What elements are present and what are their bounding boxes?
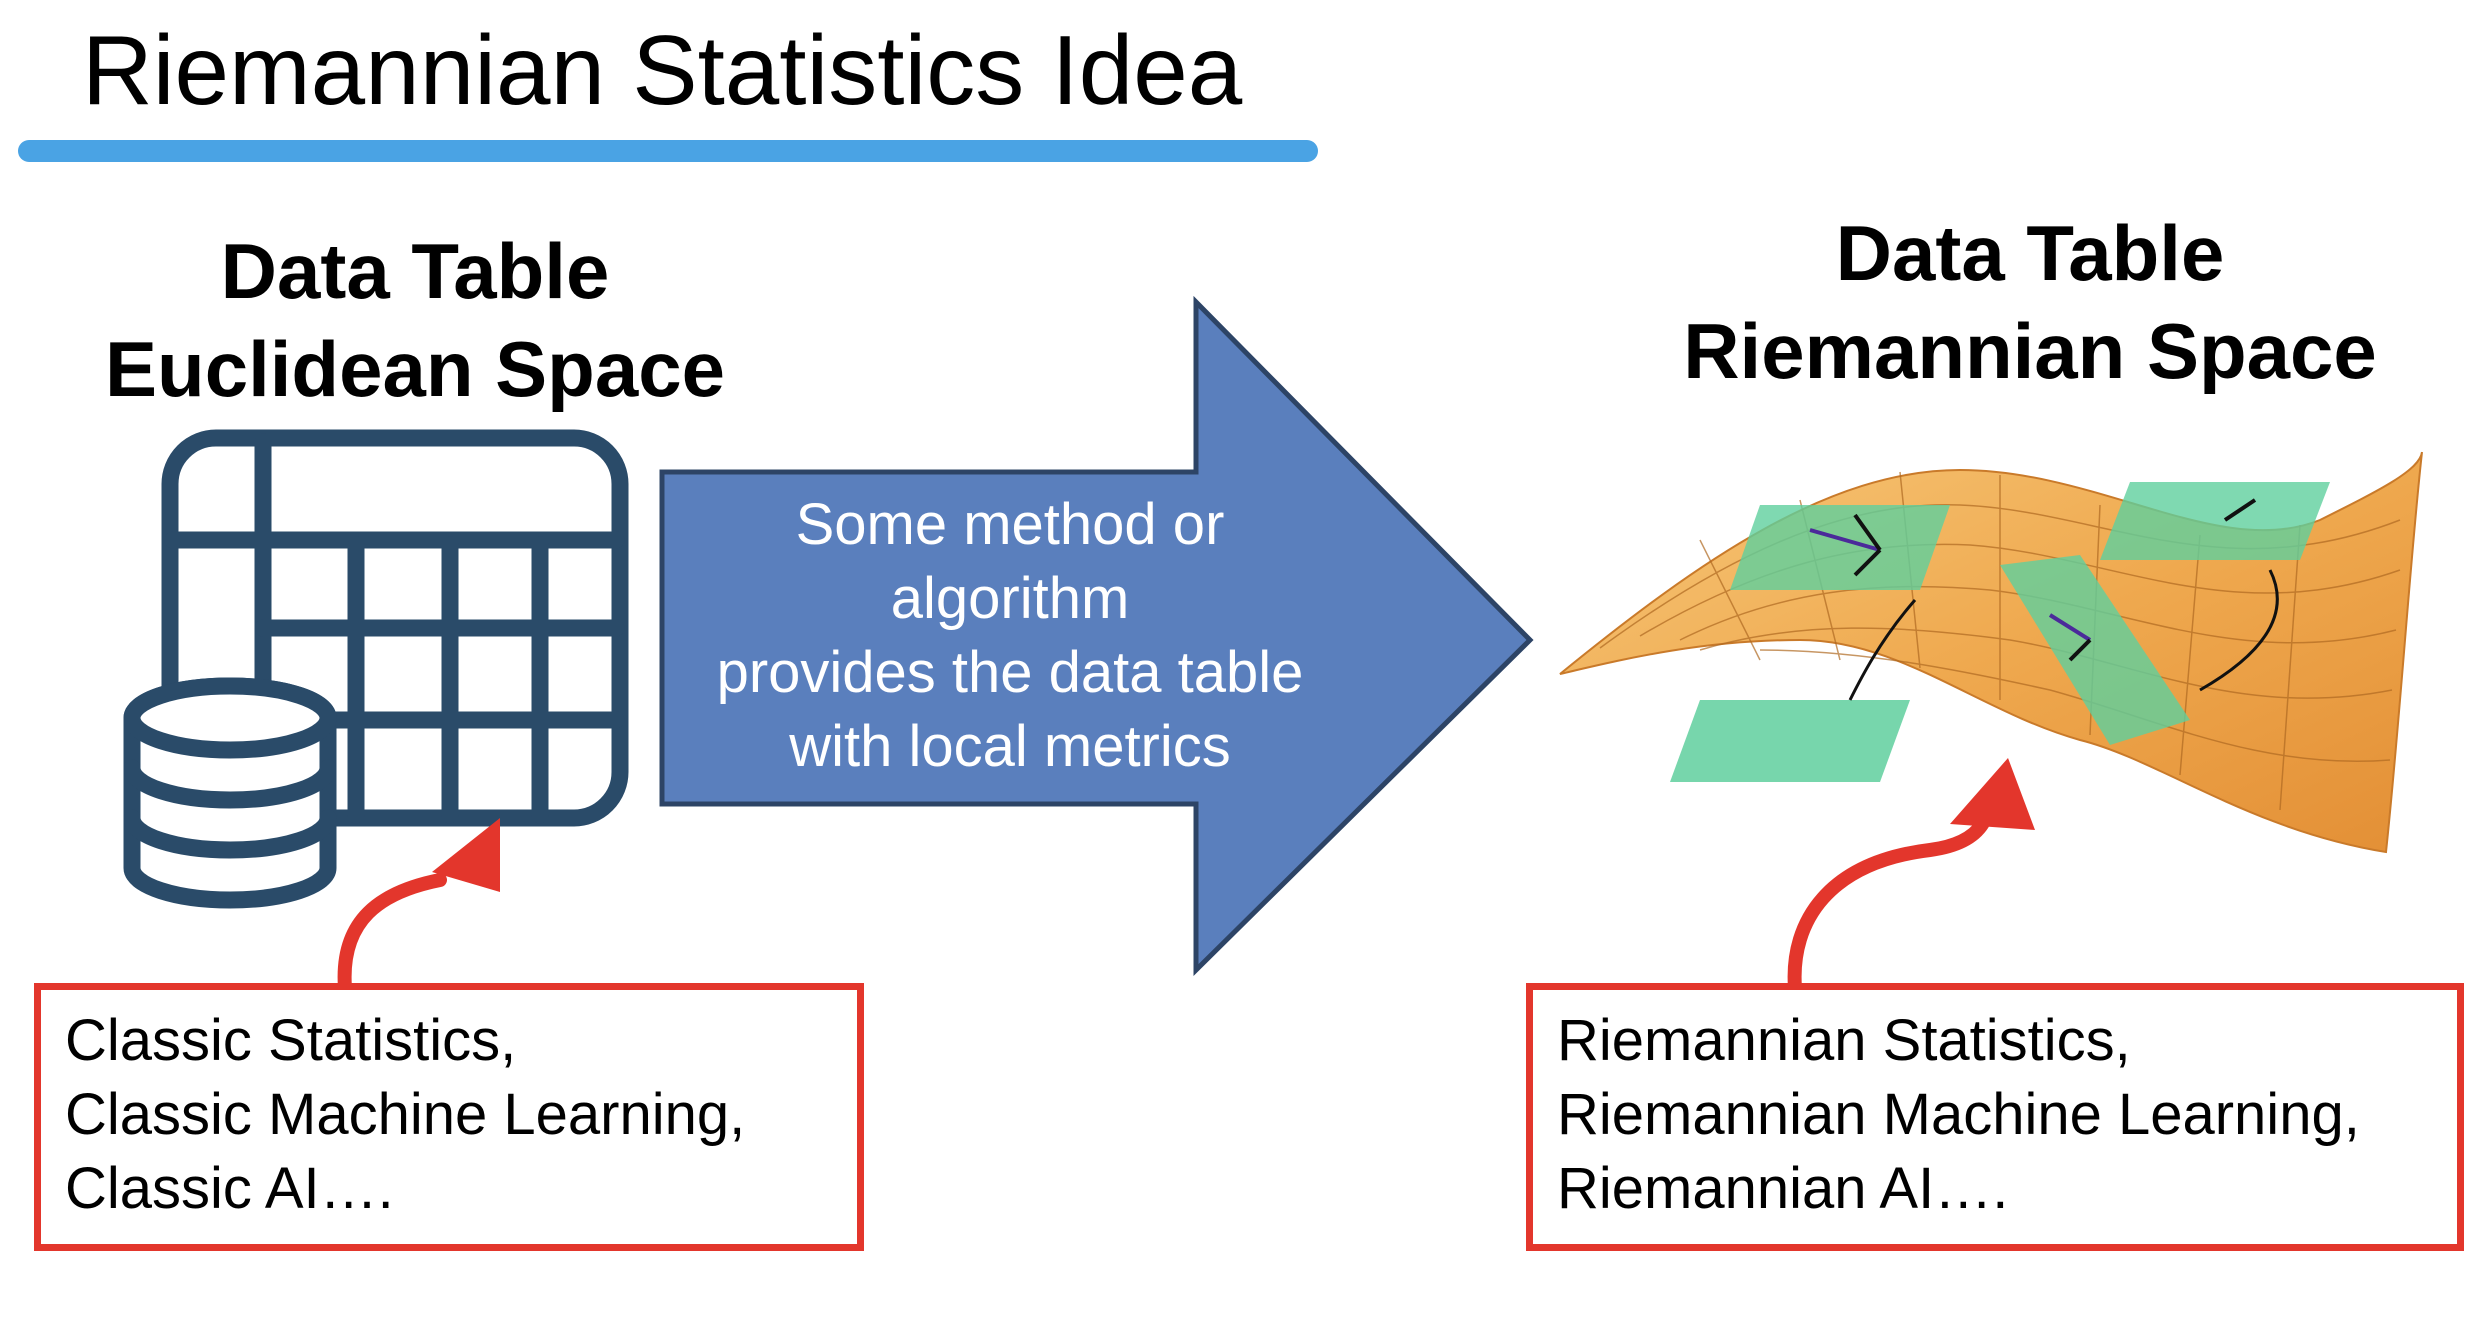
right-heading-line-2: Riemannian Space (1683, 307, 2377, 395)
left-heading-line-1: Data Table (220, 227, 610, 315)
process-description: Some method or algorithm provides the da… (660, 488, 1360, 784)
tangent-plane-2 (2100, 482, 2330, 560)
tangent-plane-3 (2000, 555, 2190, 745)
tangent-plane-1 (1730, 505, 1950, 590)
right-heading: Data Table Riemannian Space (1580, 204, 2472, 400)
right-caption-line-1: Riemannian Statistics, (1557, 1008, 2131, 1073)
right-heading-line-1: Data Table (1835, 209, 2225, 297)
right-caption-line-2: Riemannian Machine Learning, (1557, 1082, 2360, 1147)
left-caption-line-1: Classic Statistics, (65, 1008, 517, 1073)
database-table-icon (123, 429, 629, 909)
process-line-2: algorithm (890, 566, 1130, 631)
process-line-1: Some method or (795, 492, 1225, 557)
slide-title: Riemannian Statistics Idea (82, 15, 1243, 125)
process-arrow (659, 295, 1534, 976)
process-line-3: provides the data table (716, 640, 1304, 705)
right-caption-box: Riemannian Statistics, Riemannian Machin… (1526, 983, 2464, 1251)
right-link-arrow (1787, 758, 2035, 995)
tangent-plane-4 (1670, 700, 1910, 782)
left-heading-line-2: Euclidean Space (105, 325, 725, 413)
left-heading: Data Table Euclidean Space (40, 222, 790, 418)
right-caption-line-3: Riemannian AI…. (1557, 1156, 2009, 1221)
left-caption-line-2: Classic Machine Learning, (65, 1082, 746, 1147)
left-caption-line-3: Classic AI…. (65, 1156, 394, 1221)
left-caption-box: Classic Statistics, Classic Machine Lear… (34, 983, 864, 1251)
process-line-4: with local metrics (789, 714, 1231, 779)
title-underline (18, 140, 1318, 162)
left-link-arrow (337, 818, 500, 995)
manifold-illustration (1559, 451, 2423, 854)
